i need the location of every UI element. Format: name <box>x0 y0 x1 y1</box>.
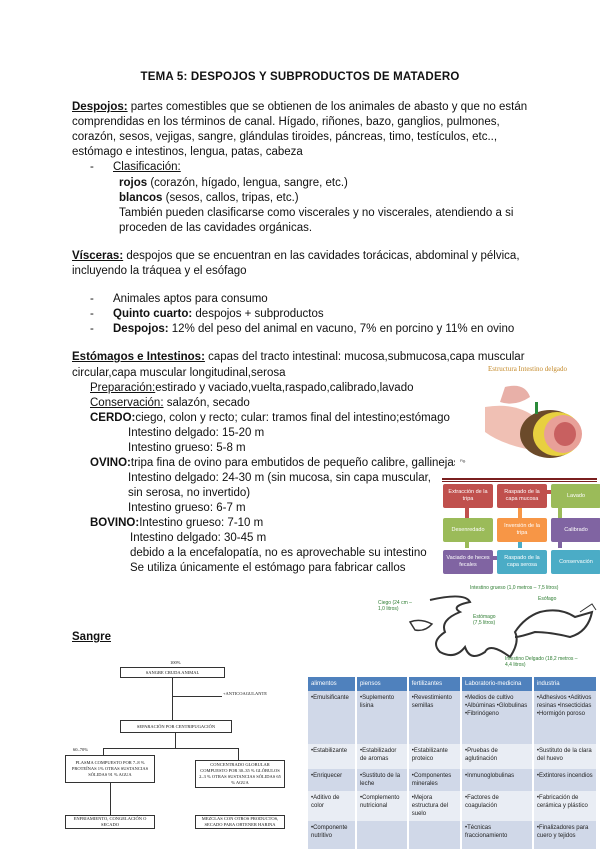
table-cell: •Factores de coagulación <box>461 791 534 821</box>
table-row: •Aditivo de color•Complemento nutriciona… <box>308 791 599 821</box>
table-cell: •Sustituto de la leche <box>355 769 409 791</box>
cerdo-line: Intestino grueso: 5-8 m <box>128 442 246 454</box>
table-row: •Emulsificante•Suplemento lisina•Revesti… <box>308 691 599 744</box>
table-cell: •Estabilizante proteico <box>407 744 463 769</box>
figure-title: Estructura Intestino delgado <box>488 365 567 373</box>
table-cell: •Medios de cultivo •Albúminas •Globulina… <box>461 691 534 744</box>
label-intestino-grueso: Intestino grueso (1,0 metros – 7,5 litro… <box>470 585 559 591</box>
blancos: blancos (sesos, callos, tripas, etc.) <box>119 192 299 204</box>
label-ciego: Ciego (24 cm – 1,0 litros) <box>378 600 412 612</box>
sheep-digestive-figure: Intestino grueso (1,0 metros – 7,5 litro… <box>370 582 600 670</box>
table-cell: •Sustituto de la clara del huevo <box>532 744 599 769</box>
process-box: Conservación <box>551 550 600 574</box>
list-item: - Animales aptos para consumo <box>90 293 268 305</box>
ovino-line: Intestino delgado: 24-30 m (sin mucosa, … <box>128 472 431 484</box>
table-cell: •Finalizadores para cuero y tejidos <box>532 821 599 849</box>
table-cell <box>407 821 463 849</box>
page-title: TEMA 5: DESPOJOS Y SUBPRODUCTOS DE MATAD… <box>140 71 460 83</box>
preparacion: Preparación:estirado y vaciado,vuelta,ra… <box>90 382 414 394</box>
bovino-line: Se utiliza únicamente el estómago para f… <box>130 562 406 574</box>
digestive-tract-illustration <box>408 595 597 659</box>
bovino: BOVINO:Intestino grueso: 7-10 m <box>90 517 264 529</box>
table-cell: •Emulsificante <box>308 691 357 744</box>
process-box: Lavado <box>551 484 600 508</box>
intestine-structure-figure: Estructura Intestino delgado Fig. <box>455 362 600 470</box>
tambien-line: También pueden clasificarse como viscera… <box>119 207 514 219</box>
column-header: piensos <box>355 677 409 691</box>
process-box: Extracción de la tripa <box>443 484 493 508</box>
blood-processing-flowchart: 100% SANGRE CRUDA ANIMAL +ANTICOAGULANTE… <box>65 660 290 848</box>
ovino-line: Intestino grueso: 6-7 m <box>128 502 246 514</box>
process-box: Desenredado <box>443 518 493 542</box>
table-cell: •Adhesivos •Aditivos resinas •Insecticid… <box>532 691 599 744</box>
node-concentrado-globular: CONCENTRADO GLOBULAR COMPUESTO POR 30–35… <box>195 760 285 788</box>
despojos-line: estómago e intestinos, lengua, patas, ca… <box>72 146 303 158</box>
visceras-line-1: Vísceras: despojos que se encuentran en … <box>72 250 520 262</box>
label-intestino-delgado: Intestino Delgado (18,2 metros – 4,4 lit… <box>505 656 578 668</box>
column-header: fertilizantes <box>407 677 463 691</box>
estomagos-line: circular,capa muscular longitudinal,sero… <box>72 367 286 379</box>
column-header: industria <box>532 677 599 691</box>
cerdo: CERDO:ciego, colon y recto; cular: tramo… <box>90 412 450 424</box>
cerdo-line: Intestino delgado: 15-20 m <box>128 427 265 439</box>
intestine-illustration: Fig. <box>460 385 582 463</box>
node-enfriamiento: ENFRIAMIENTO, CONGELACIÓN O SECADO <box>65 815 155 829</box>
pct-label: 60–70% <box>73 747 88 752</box>
rojos: rojos (corazón, hígado, lengua, sangre, … <box>119 177 348 189</box>
table-cell: •Estabilizador de aromas <box>355 744 409 769</box>
table-cell <box>355 821 409 849</box>
despojos-line: comprendidas en los términos de canal. H… <box>72 116 500 128</box>
list-item: - Despojos: 12% del peso del animal en v… <box>90 323 515 335</box>
process-box: Raspado de la capa mucosa <box>497 484 547 508</box>
sangre-heading: Sangre <box>72 631 111 643</box>
table-row: •Enriquecer•Sustituto de la leche•Compon… <box>308 769 599 791</box>
table-cell: •Estabilizante <box>308 744 357 769</box>
estomagos-line-1: Estómagos e Intestinos: capas del tracto… <box>72 351 525 363</box>
conservacion: Conservación: salazón, secado <box>90 397 250 409</box>
table-cell: •Inmunoglobulinas <box>461 769 534 791</box>
svg-text:Fig.: Fig. <box>460 459 466 463</box>
bovino-line: Intestino delgado: 30-45 m <box>130 532 267 544</box>
bovino-line: debido a la encefalopatía, no es aprovec… <box>130 547 427 559</box>
table-cell: •Componente nutritivo <box>308 821 357 849</box>
table-cell: •Mejora estructura del suelo <box>407 791 463 821</box>
despojos-line: corazón, sesos, vejigas, sangre, glándul… <box>72 131 498 143</box>
list-item: - Quinto cuarto: despojos + subproductos <box>90 308 324 320</box>
process-box: Calibrado <box>551 518 600 542</box>
table-cell: •Revestimiento semillas <box>407 691 463 744</box>
pct-label: 100% <box>170 660 181 665</box>
table-cell: •Fabricación de cerámica y plástico <box>532 791 599 821</box>
clasificacion: - Clasificación: <box>90 161 181 173</box>
table-cell: •Complemento nutricional <box>355 791 409 821</box>
node-mezclas: MEZCLAS CON OTROS PRODUCTOS, SECADO PARA… <box>195 815 285 829</box>
table-cell: •Técnicas fraccionamiento <box>461 821 534 849</box>
label-esofago: Esófago <box>538 596 557 602</box>
anticoagulante-label: +ANTICOAGULANTE <box>223 691 268 696</box>
table-cell: •Enriquecer <box>308 769 357 791</box>
column-header: Laboratorio-medicina <box>461 677 534 691</box>
table-row: •Estabilizante•Estabilizador de aromas•E… <box>308 744 599 769</box>
column-header: alimentos <box>308 677 357 691</box>
ovino: OVINO:tripa fina de ovino para embutidos… <box>90 457 460 469</box>
process-box: Vaciado de heces fecales <box>443 550 493 574</box>
table-cell: •Extintores incendios <box>532 769 599 791</box>
table-cell: •Suplemento lisina <box>355 691 409 744</box>
node-centrifugacion: SEPARACIÓN POR CENTRIFUGACIÓN <box>120 720 232 733</box>
node-plasma: PLASMA COMPUESTO POR 7–8 % PROTEÍNAS 1% … <box>65 755 155 783</box>
visceras-line: incluyendo la tráquea y el esófago <box>72 265 247 277</box>
process-box: Inversión de la tripa <box>497 518 547 542</box>
process-box: Raspado de la capa serosa <box>497 550 547 574</box>
despojos-line-1: Despojos: partes comestibles que se obti… <box>72 101 528 113</box>
table-cell: •Pruebas de aglutinación <box>461 744 534 769</box>
label-estomago: Estómago (7,5 litros) <box>473 614 496 626</box>
node-sangre-cruda: SANGRE CRUDA ANIMAL <box>120 667 225 678</box>
tambien-line: proceden de las cavidades orgánicas. <box>119 222 313 234</box>
table-cell: •Aditivo de color <box>308 791 357 821</box>
ovino-line: sin serosa, no invertido) <box>128 487 251 499</box>
table-cell: •Componentes minerales <box>407 769 463 791</box>
table-row: •Componente nutritivo •Técnicas fracciona… <box>308 821 599 849</box>
